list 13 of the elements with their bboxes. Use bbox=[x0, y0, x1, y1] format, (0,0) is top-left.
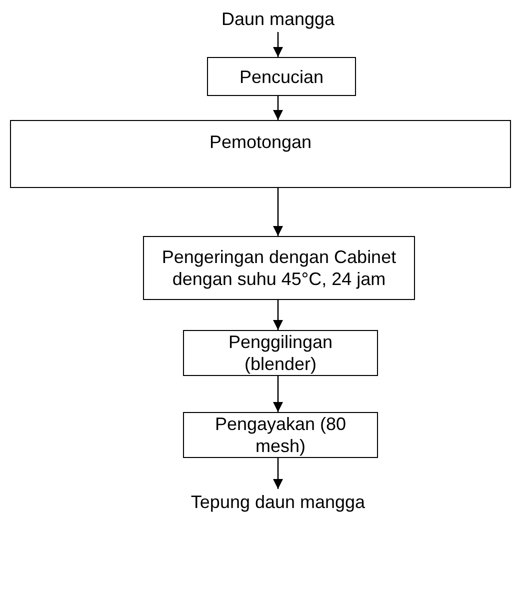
flow-text: Tepung daun mangga bbox=[148, 489, 408, 515]
arrow bbox=[273, 32, 283, 57]
process-box: Pengeringan dengan Cabinet dengan suhu 45°C, 24 jam bbox=[143, 236, 415, 300]
process-box: Pemotongan bbox=[10, 120, 511, 188]
process-box: Penggilingan (blender) bbox=[183, 330, 378, 376]
arrow bbox=[273, 96, 283, 120]
arrow bbox=[273, 300, 283, 330]
flow-text: Daun mangga bbox=[178, 6, 378, 32]
arrow bbox=[273, 458, 283, 489]
arrow bbox=[273, 376, 283, 412]
process-box: Pencucian bbox=[207, 57, 356, 96]
arrow bbox=[273, 188, 283, 236]
process-box: Pengayakan (80 mesh) bbox=[183, 412, 378, 458]
